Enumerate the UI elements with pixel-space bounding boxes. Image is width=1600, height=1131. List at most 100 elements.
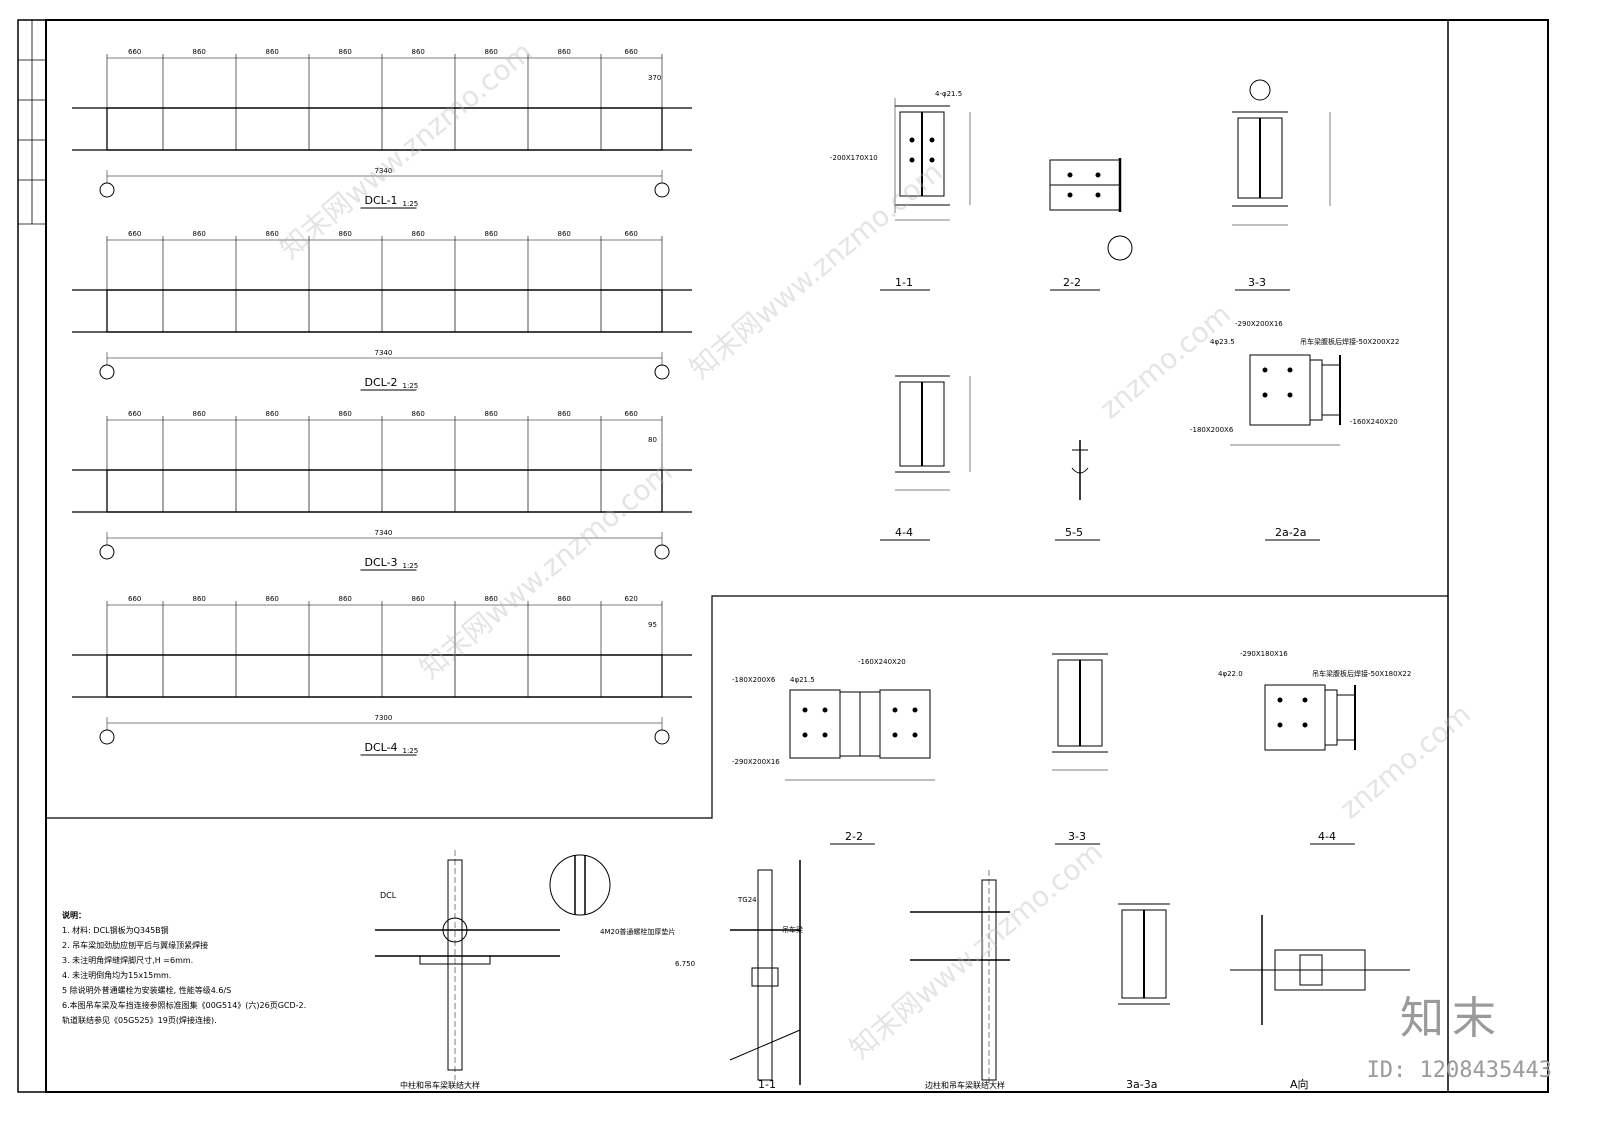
span-dimension: 660 xyxy=(128,595,141,603)
span-dimension: 860 xyxy=(193,595,206,603)
section-5-5 xyxy=(1055,440,1100,541)
span-dimension: 860 xyxy=(339,410,352,418)
detail-title: 1-1 xyxy=(758,1078,776,1091)
span-dimension: 860 xyxy=(485,410,498,418)
beam-web xyxy=(106,107,663,151)
axis-bubble xyxy=(99,544,115,560)
section-2-2 xyxy=(1049,158,1133,291)
note-item: 2. 吊车梁加劲肋应刨平后与翼缘顶紧焊接 xyxy=(62,941,209,950)
plate-label: 4-φ21.5 xyxy=(935,90,962,98)
watermark: 知末网www.znzmo.com xyxy=(843,835,1108,1065)
span-dimension: 660 xyxy=(128,410,141,418)
binding-strip xyxy=(17,20,47,225)
region-divider xyxy=(46,595,1448,819)
beam-web xyxy=(106,469,663,513)
mid-section-3-3 xyxy=(1052,653,1108,845)
span-dimension: 860 xyxy=(412,48,425,56)
beam-title: DCL-1 xyxy=(365,194,398,207)
span-dimension: 860 xyxy=(339,48,352,56)
mid-section-2-2 xyxy=(785,689,935,845)
elevation-label: 6.750 xyxy=(675,960,695,968)
span-dimension: 660 xyxy=(625,410,638,418)
section-2a-2a xyxy=(1230,354,1341,541)
beam-callout: DCL xyxy=(380,891,397,900)
span-dimension: 860 xyxy=(485,595,498,603)
detail-a-view xyxy=(1230,915,1410,1093)
plate-label: 4φ21.5 xyxy=(790,676,815,684)
span-dimension: 860 xyxy=(485,48,498,56)
axis-bubble xyxy=(654,544,670,560)
section-4-4 xyxy=(880,375,971,541)
span-dimension: 860 xyxy=(558,230,571,238)
end-dimension: 95 xyxy=(648,621,657,629)
span-dimension: 660 xyxy=(128,230,141,238)
span-dimension: 860 xyxy=(193,410,206,418)
span-dimension: 860 xyxy=(266,48,279,56)
detail-middle-column xyxy=(375,850,611,1093)
span-dimension: 860 xyxy=(412,230,425,238)
plate-label: -290X180X16 xyxy=(1240,650,1288,658)
plate-label: -160X240X20 xyxy=(1350,418,1398,426)
beam-scale: 1:25 xyxy=(403,200,419,208)
plate-label: 4φ23.5 xyxy=(1210,338,1235,346)
span-dimension: 860 xyxy=(485,230,498,238)
plate-label: 吊车梁腹板后焊接-50X200X22 xyxy=(1300,337,1399,346)
watermark-layer: 知末网www.znzmo.com 知末网www.znzmo.com znzmo.… xyxy=(273,35,1477,1065)
plate-label: 4M20普通螺栓加厚垫片 xyxy=(600,927,675,936)
section-label: 4-4 xyxy=(1318,830,1336,843)
beam-scale: 1:25 xyxy=(403,382,419,390)
total-dimension: 7340 xyxy=(375,529,393,537)
span-dimension: 860 xyxy=(193,230,206,238)
section-label: 2a-2a xyxy=(1275,526,1306,539)
section-label: 2-2 xyxy=(1063,276,1081,289)
total-dimension: 7300 xyxy=(375,714,393,722)
total-dimension: 7340 xyxy=(375,167,393,175)
detail-title: 边柱和吊车梁联结大样 xyxy=(925,1080,1005,1090)
span-dimension: 860 xyxy=(266,230,279,238)
section-label: 5-5 xyxy=(1065,526,1083,539)
span-dimension: 860 xyxy=(266,595,279,603)
axis-bubble xyxy=(654,729,670,745)
note-item: 6.本图吊车梁及车挡连接参照标准图集《00G514》(六)26页GCD-2. xyxy=(62,1001,307,1010)
axis-bubble xyxy=(654,182,670,198)
beam-web xyxy=(106,654,663,698)
detail-title: 中柱和吊车梁联结大样 xyxy=(400,1080,480,1090)
section-label: 4-4 xyxy=(895,526,913,539)
general-notes: 说明： 1. 材料: DCL钢板为Q345B钢 2. 吊车梁加劲肋应刨平后与翼缘… xyxy=(62,908,332,1028)
note-item: 3. 未注明角焊缝焊脚尺寸,H =6mm. xyxy=(62,956,194,965)
plate-label: TG24 xyxy=(737,896,757,904)
plate-label: -290X200X16 xyxy=(732,758,780,766)
plate-label: 吊车梁腹板后焊接-50X180X22 xyxy=(1312,669,1411,678)
beam-scale: 1:25 xyxy=(403,562,419,570)
drawing-border xyxy=(45,19,1549,1093)
notes-title: 说明： xyxy=(62,911,86,920)
image-id: ID: 1208435443 xyxy=(1366,1058,1552,1083)
watermark: znzmo.com xyxy=(1093,297,1237,425)
section-label: 3-3 xyxy=(1248,276,1266,289)
plate-label: 吊车梁 xyxy=(782,925,803,934)
beam-title: DCL-3 xyxy=(365,556,398,569)
axis-bubble xyxy=(654,364,670,380)
plate-label: -160X240X20 xyxy=(858,658,906,666)
span-dimension: 860 xyxy=(339,230,352,238)
end-dimension: 370 xyxy=(648,74,661,82)
mid-section-4-4 xyxy=(1264,684,1356,845)
detail-title: 3a-3a xyxy=(1126,1078,1157,1091)
plate-label: -180X200X6 xyxy=(732,676,776,684)
watermark: 知末网www.znzmo.com xyxy=(683,155,948,385)
section-1-1 xyxy=(880,98,971,291)
span-dimension: 660 xyxy=(128,48,141,56)
span-dimension: 660 xyxy=(625,48,638,56)
beam-web xyxy=(106,289,663,333)
beam-title: DCL-2 xyxy=(365,376,398,389)
section-label: 3-3 xyxy=(1068,830,1086,843)
span-dimension: 860 xyxy=(339,595,352,603)
span-dimension: 860 xyxy=(266,410,279,418)
detail-side-column xyxy=(910,870,1040,1093)
note-item: 5 除说明外普通螺栓为安装螺栓, 性能等级4.6/S xyxy=(62,986,232,995)
beam-scale: 1:25 xyxy=(403,747,419,755)
